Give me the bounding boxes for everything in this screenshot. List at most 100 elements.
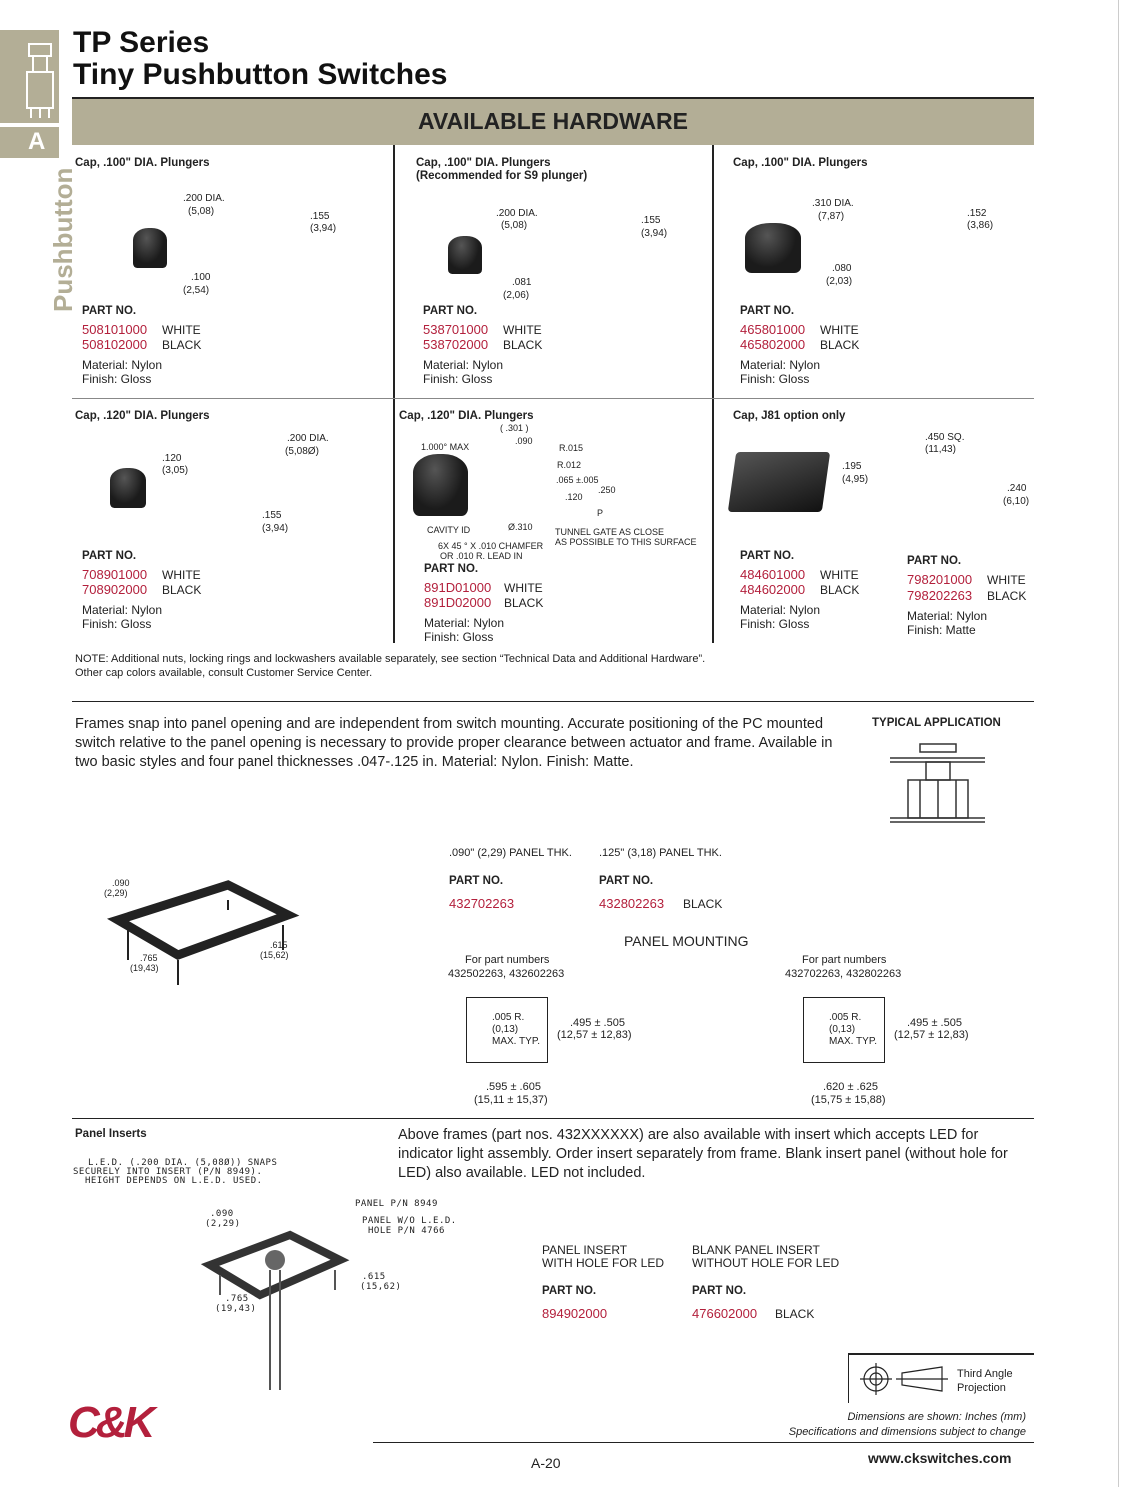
cutout-for-label: For part numbers: [802, 954, 887, 966]
website-link[interactable]: www.ckswitches.com: [868, 1450, 1012, 1466]
width-dim: .620 ± .625: [823, 1081, 878, 1093]
part-number[interactable]: 538701000: [423, 322, 489, 337]
projection-label-1: Third Angle: [957, 1368, 1013, 1380]
dimension-label: (4,95): [842, 474, 869, 485]
width-dim: .595 ± .605: [486, 1081, 541, 1093]
width-dim: (15,75 ± 15,88): [811, 1094, 886, 1106]
sidebar-section: Pushbutton: [48, 167, 78, 312]
insert-part-number[interactable]: 894902000: [542, 1306, 608, 1321]
frame-dim: .765: [140, 953, 158, 963]
section-banner: AVAILABLE HARDWARE: [72, 99, 1034, 145]
dimension-label: OR .010 R. LEAD IN: [440, 551, 523, 561]
part-color: WHITE: [503, 323, 542, 337]
dimension-label: .200 DIA.: [496, 208, 538, 219]
radius-dim: MAX. TYP.: [492, 1036, 540, 1047]
dimension-label: .081: [512, 277, 532, 288]
sidebar-letter-block: [0, 127, 59, 158]
insert-drawing-note: .090: [210, 1209, 234, 1219]
dimension-label: .065 ±.005: [556, 475, 599, 485]
dimension-label: .100: [191, 272, 211, 283]
insert-drawing-note: .615: [362, 1272, 386, 1282]
insert-drawing-note: L.E.D. (.200 DIA. (5,08Ø)) SNAPS: [88, 1158, 278, 1168]
insert-drawing-note: HEIGHT DEPENDS ON L.E.D. USED.: [85, 1176, 263, 1186]
part-no-label: PART NO.: [740, 550, 795, 562]
cap-photo: [745, 223, 801, 273]
material-text: Material: Nylon: [740, 603, 821, 617]
part-number[interactable]: 538702000: [423, 337, 489, 352]
insert-part-number[interactable]: 476602000: [692, 1306, 758, 1321]
dimension-label: .120: [565, 492, 583, 502]
dimension-label: (2,03): [826, 276, 853, 287]
dimension-label: 1.000° MAX: [421, 442, 470, 452]
page-number: A-20: [531, 1455, 561, 1471]
dimension-label: (2,06): [503, 290, 530, 301]
dimension-label: (2,54): [183, 285, 210, 296]
cap-photo: [133, 228, 167, 268]
dimension-label: .195: [842, 461, 862, 472]
dimension-label: (7,87): [818, 211, 845, 222]
dimension-label: (3,86): [967, 220, 994, 231]
part-number[interactable]: 891D02000: [424, 595, 492, 610]
part-no-label: PART NO.: [423, 305, 478, 317]
cap-title: Cap, J81 option only: [733, 410, 846, 422]
dimension-label: ( .301 ): [500, 423, 529, 433]
material-text: Material: Nylon: [82, 603, 163, 617]
part-number[interactable]: 484601000: [740, 567, 806, 582]
part-number[interactable]: 508101000: [82, 322, 148, 337]
dimension-label: .120: [162, 453, 182, 464]
part-number[interactable]: 465802000: [740, 337, 806, 352]
cutout-part-numbers: 432702263, 432802263: [785, 968, 902, 980]
dimension-label: TUNNEL GATE AS CLOSE: [555, 527, 665, 537]
part-row: 538701000 WHITE: [423, 322, 542, 338]
part-color: WHITE: [820, 568, 859, 582]
dimensions-note: Dimensions are shown: Inches (mm): [847, 1411, 1026, 1423]
part-number[interactable]: 891D01000: [424, 580, 492, 595]
insert-drawing-note: (19,43): [215, 1304, 257, 1314]
height-dim: .495 ± .505: [907, 1017, 962, 1029]
frame-dim: (19,43): [130, 963, 159, 973]
dimension-label: .250: [598, 485, 616, 495]
third-angle-projection-icon: [860, 1363, 948, 1395]
spec-note: Specifications and dimensions subject to…: [788, 1426, 1026, 1438]
frame-part-no-1[interactable]: 432702263: [449, 896, 515, 911]
cutout-outline: [466, 997, 548, 1063]
part-number[interactable]: 798201000: [907, 572, 973, 587]
frame-dim: .615: [270, 940, 288, 950]
part-no-label: PART NO.: [542, 1285, 597, 1297]
frame-thickness-2: .125" (3,18) PANEL THK.: [599, 847, 722, 859]
insert-label: BLANK PANEL INSERT: [692, 1243, 820, 1257]
width-dim: (15,11 ± 15,37): [474, 1094, 548, 1106]
part-number[interactable]: 798202263: [907, 588, 973, 603]
frame-part-label-2: PART NO.: [599, 875, 654, 887]
part-number[interactable]: 484602000: [740, 582, 806, 597]
note-line-2: Other cap colors available, consult Cust…: [75, 667, 373, 679]
part-number[interactable]: 708902000: [82, 582, 148, 597]
cap-photo: [448, 236, 482, 274]
cap-title: Cap, .100" DIA. Plungers: [416, 157, 551, 169]
part-number[interactable]: 465801000: [740, 322, 806, 337]
dimension-label: (3,94): [262, 523, 289, 534]
series-title: TP Series: [73, 26, 210, 59]
part-no-label: PART NO.: [82, 305, 137, 317]
cutout-part-numbers: 432502263, 432602263: [448, 968, 565, 980]
height-dim: (12,57 ± 12,83): [557, 1029, 632, 1041]
dimension-label: .200 DIA.: [183, 193, 225, 204]
part-number[interactable]: 708901000: [82, 567, 148, 582]
frame-part-no-2[interactable]: 432802263: [599, 896, 665, 911]
part-number[interactable]: 508102000: [82, 337, 148, 352]
insert-drawing-note: .765: [225, 1294, 249, 1304]
panel-inserts-title: Panel Inserts: [75, 1128, 147, 1140]
dimension-label: P: [597, 508, 604, 518]
cap-title: Cap, .120" DIA. Plungers: [75, 410, 210, 422]
insert-drawing-note: (2,29): [205, 1219, 241, 1229]
cutout-for-label: For part numbers: [465, 954, 550, 966]
cap-subtitle: (Recommended for S9 plunger): [416, 170, 588, 182]
cutout-outline: [803, 997, 885, 1063]
dimension-label: .155: [641, 215, 661, 226]
part-no-label: PART NO.: [424, 563, 479, 575]
dimension-label: (5,08Ø): [285, 446, 319, 457]
